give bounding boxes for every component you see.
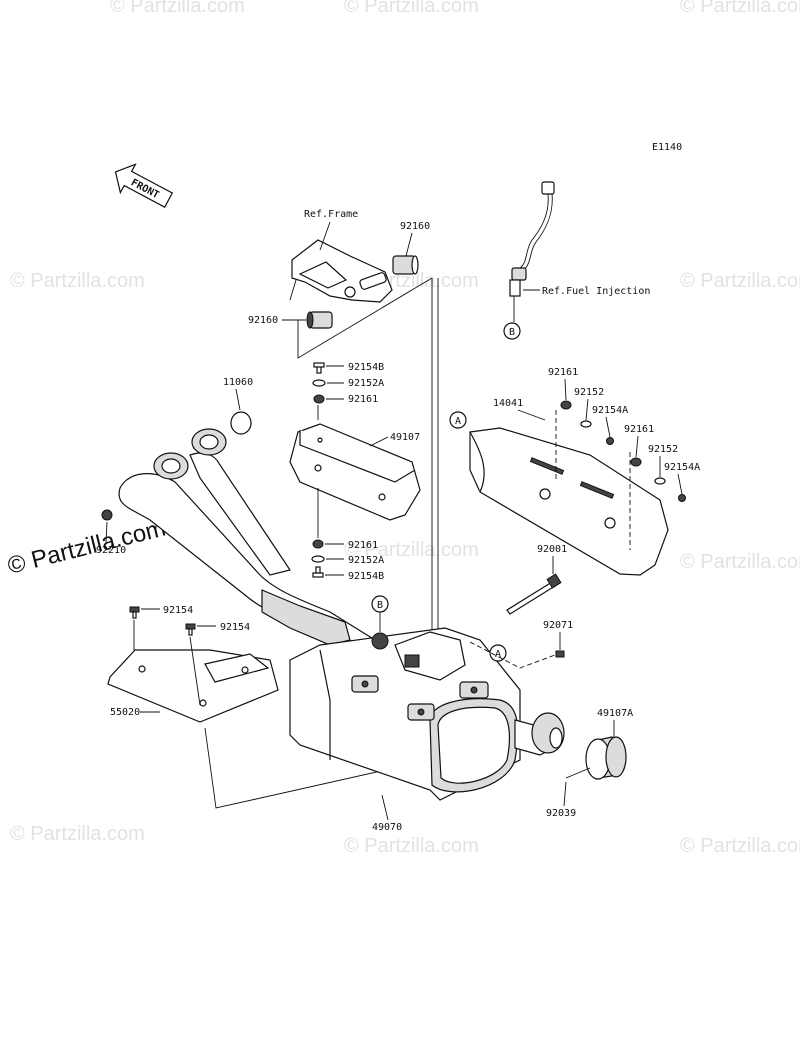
part-49107: 49107: [390, 432, 420, 443]
diagram-code: E1140: [652, 142, 682, 153]
bolt-92001: [506, 573, 562, 615]
part-92001: 92001: [537, 544, 567, 555]
part-92071: 92071: [543, 620, 573, 631]
part-49070: 49070: [372, 822, 402, 833]
watermark: © Partzilla.com: [10, 823, 145, 845]
watermark: © Partzilla.com: [10, 270, 145, 292]
part-92210: 92210: [96, 545, 126, 556]
watermark: © Partzilla.com: [110, 0, 245, 17]
washer-92152A-bottom: [311, 555, 325, 563]
watermark: © Partzilla.com: [344, 0, 479, 17]
washer-92152-right-1: [580, 420, 592, 428]
watermark: © Partzilla.com: [344, 835, 479, 857]
grommet-92161-bottom: [312, 539, 324, 549]
heat-guard-14041: [469, 427, 669, 576]
gasket-ring-11060: [230, 411, 252, 435]
grommet-92161-right-2: [630, 457, 642, 467]
part-92154A-right-2: 92154A: [664, 462, 700, 473]
marker-a-muffler-label: A: [495, 649, 501, 660]
grommet-92160-lower: [306, 311, 333, 329]
nut-92210: [101, 509, 113, 521]
part-55020: 55020: [110, 707, 140, 718]
part-92039: 92039: [546, 808, 576, 819]
heat-guard-49107: [289, 423, 421, 521]
part-92154-a: 92154: [163, 605, 193, 616]
marker-b-muffler-label: B: [377, 600, 383, 611]
grommet-92161-right-1: [560, 400, 572, 410]
watermark: © Partzilla.com: [344, 539, 479, 561]
part-92152-right-1: 92152: [574, 387, 604, 398]
washer-92152A-top: [312, 379, 326, 387]
bolt-92154B-top: [313, 362, 325, 374]
oxygen-sensor: [509, 181, 555, 322]
screw-92154-b: [185, 623, 196, 636]
watermark-prominent: © Partzilla.com: [5, 515, 168, 580]
nut-92154A-right-2: [678, 494, 686, 502]
part-92152A-top: 92152A: [348, 378, 384, 389]
part-92154B-bottom: 92154B: [348, 571, 384, 582]
tailpipe: [514, 712, 565, 756]
marker-a-label: A: [455, 416, 461, 427]
watermark: © Partzilla.com: [680, 551, 800, 573]
watermark: © Partzilla.com: [680, 0, 800, 17]
nut-92154A-right-1: [606, 437, 614, 445]
part-49107A: 49107A: [597, 708, 633, 719]
part-92152A-bottom: 92152A: [348, 555, 384, 566]
cover-55020: [107, 649, 279, 723]
marker-a-muffler-circle: [489, 644, 507, 662]
part-92154-b: 92154: [220, 622, 250, 633]
part-92161-right-1: 92161: [548, 367, 578, 378]
part-92161-right-2: 92161: [624, 424, 654, 435]
clamp-92071: [555, 650, 565, 658]
ref-fuel-injection-label: Ref.Fuel Injection: [542, 286, 650, 297]
grommet-92161-top: [313, 394, 325, 404]
front-arrow-icon: FRONT: [114, 163, 174, 208]
grommet-92160-upper: [392, 255, 419, 275]
bolt-92154B-bottom: [312, 566, 324, 578]
frame-bracket: [289, 239, 393, 303]
part-92160-upper: 92160: [400, 221, 430, 232]
watermark: © Partzilla.com: [680, 835, 800, 857]
marker-b-circle: [503, 322, 521, 340]
part-11060: 11060: [223, 377, 253, 388]
washer-92152-right-2: [654, 477, 666, 485]
part-92154B-top: 92154B: [348, 362, 384, 373]
screw-92154-a: [129, 606, 140, 619]
part-92154A-right-1: 92154A: [592, 405, 628, 416]
marker-b-label: B: [509, 327, 515, 338]
ref-frame-label: Ref.Frame: [304, 209, 358, 220]
marker-a-circle: [449, 411, 467, 429]
watermark: © Partzilla.com: [680, 270, 800, 292]
part-92152-right-2: 92152: [648, 444, 678, 455]
part-92160-lower: 92160: [248, 315, 278, 326]
muffler-49070: [289, 627, 521, 801]
part-14041: 14041: [493, 398, 523, 409]
part-92161-top: 92161: [348, 394, 378, 405]
baffle-cap-49107A: [585, 736, 627, 780]
part-92161-bottom: 92161: [348, 540, 378, 551]
